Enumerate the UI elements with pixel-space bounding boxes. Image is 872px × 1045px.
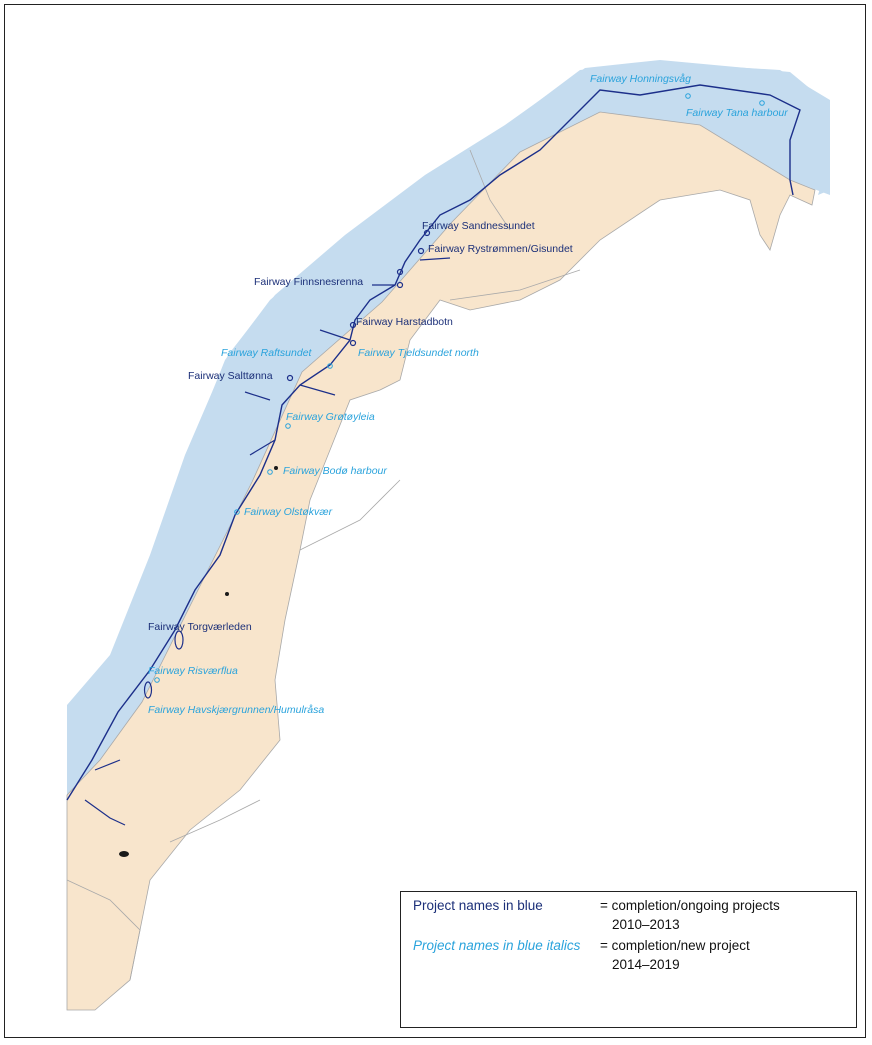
label-honningsvag: Fairway Honningsvåg bbox=[590, 73, 691, 85]
fairway-route bbox=[66, 84, 801, 801]
label-rystrommen: Fairway Rystrømmen/Gisundet bbox=[428, 243, 573, 255]
dot-markers bbox=[119, 466, 278, 857]
label-harstadbotn: Fairway Harstadbotn bbox=[356, 316, 453, 328]
label-risvaerflua: Fairway Risværflua bbox=[148, 665, 238, 677]
map-legend: Project names in blue = completion/ongoi… bbox=[400, 891, 857, 1028]
location-markers bbox=[143, 229, 431, 699]
label-tana-harbour: Fairway Tana harbour bbox=[686, 107, 788, 119]
label-tjeldsundet-north: Fairway Tjeldsundet north bbox=[358, 347, 479, 359]
land-area bbox=[66, 111, 816, 1011]
county-borders bbox=[66, 149, 581, 981]
legend-new-desc-text: = completion/new project bbox=[600, 938, 750, 953]
legend-ongoing-desc: = completion/ongoing projects 2010–2013 bbox=[600, 896, 850, 934]
label-bodo-harbour: Fairway Bodø harbour bbox=[283, 465, 387, 477]
sea-area-main bbox=[67, 60, 830, 795]
legend-new-desc: = completion/new project 2014–2019 bbox=[600, 936, 850, 974]
legend-ongoing-desc-text: = completion/ongoing projects bbox=[600, 898, 780, 913]
label-raftsundet: Fairway Raftsundet bbox=[221, 347, 313, 359]
label-havskjaergrunnen: Fairway Havskjærgrunnen/Humulråsa bbox=[148, 704, 324, 716]
label-finnsnesrenna: Fairway Finnsnesrenna bbox=[254, 276, 363, 288]
legend-new-name: Project names in blue italics bbox=[413, 938, 581, 953]
label-olstokvaer: Fairway Olstøkvær bbox=[244, 506, 333, 518]
legend-ongoing-name: Project names in blue bbox=[413, 898, 543, 913]
label-salttonna: Fairway Salttønna bbox=[188, 370, 273, 382]
fairway-branches bbox=[84, 257, 451, 826]
legend-new-years: 2014–2019 bbox=[612, 957, 680, 972]
legend-ongoing-years: 2010–2013 bbox=[612, 917, 680, 932]
label-sandnessundet: Fairway Sandnessundet bbox=[422, 220, 535, 232]
project-markers-new bbox=[154, 93, 765, 683]
label-torgvaerleden: Fairway Torgværleden bbox=[148, 621, 252, 633]
label-grotoyleia: Fairway Grøtøyleia bbox=[286, 411, 375, 423]
